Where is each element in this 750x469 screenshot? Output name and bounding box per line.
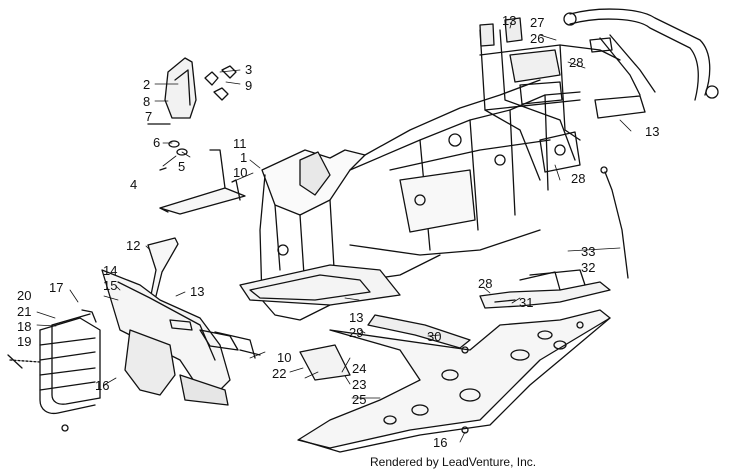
- callout-6: 6: [153, 135, 161, 150]
- rendered-by-credit: Rendered by LeadVenture, Inc.: [370, 455, 537, 469]
- callout-4: 4: [130, 177, 138, 192]
- front-shield-bracket: [147, 57, 237, 171]
- callout-16a: 16: [95, 378, 110, 393]
- callout-30: 30: [427, 329, 442, 344]
- callout-18: 18: [17, 319, 32, 334]
- rod-end: [600, 166, 608, 174]
- skid-plate: [297, 309, 611, 453]
- callout-24: 24: [352, 361, 367, 376]
- callout-10b: 10: [277, 350, 292, 365]
- callout-32: 32: [581, 260, 596, 275]
- callout-29: 29: [349, 325, 364, 340]
- callout-8: 8: [143, 94, 151, 109]
- callout-16b: 16: [433, 435, 448, 450]
- callout-10a: 10: [233, 165, 248, 180]
- rear-support: [479, 269, 611, 309]
- callout-27: 27: [530, 15, 545, 30]
- callout-22: 22: [272, 366, 287, 381]
- callout-31: 31: [519, 295, 534, 310]
- callout-11: 11: [233, 136, 247, 151]
- leader-lines: [36, 20, 632, 443]
- callout-13a: 13: [190, 284, 205, 299]
- bracket-12: [147, 237, 179, 301]
- callout-28c: 28: [478, 276, 493, 291]
- callout-17: 17: [49, 280, 64, 295]
- callout-9: 9: [245, 78, 253, 93]
- callout-28b: 28: [571, 171, 586, 186]
- callout-13b: 13: [349, 310, 364, 325]
- callout-26: 26: [530, 31, 545, 46]
- front-bumper: [101, 269, 261, 406]
- mount-plate-24: [299, 344, 351, 381]
- callout-14: 14: [103, 263, 118, 278]
- callout-13d: 13: [645, 124, 660, 139]
- callout-19: 19: [17, 334, 32, 349]
- callout-28a: 28: [569, 55, 584, 70]
- callout-21: 21: [17, 304, 32, 319]
- callout-13c: 13: [502, 13, 517, 28]
- callout-15: 15: [103, 278, 118, 293]
- callout-5: 5: [178, 159, 186, 174]
- brush-guard: [7, 309, 101, 432]
- rod-33: [604, 171, 629, 279]
- callout-25: 25: [352, 392, 367, 407]
- rear-rack: [563, 8, 719, 101]
- main-frame: [239, 17, 646, 321]
- skid-strip-30: [367, 314, 471, 349]
- callout-23: 23: [352, 377, 367, 392]
- callout-1: 1: [240, 150, 248, 165]
- callout-7: 7: [145, 109, 153, 124]
- callout-20: 20: [17, 288, 32, 303]
- callout-2: 2: [143, 77, 151, 92]
- callout-3: 3: [245, 62, 253, 77]
- callout-33: 33: [581, 244, 596, 259]
- callout-12: 12: [126, 238, 141, 253]
